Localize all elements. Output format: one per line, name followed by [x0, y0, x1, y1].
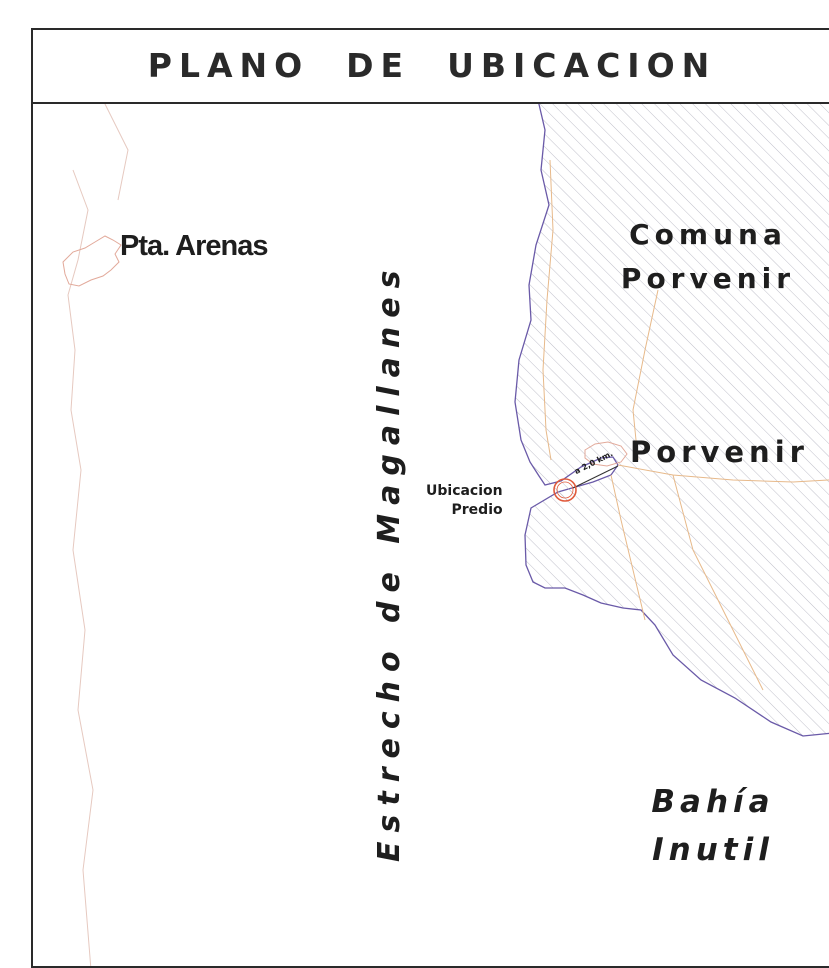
pta-arenas-urban-area [62, 235, 122, 287]
label-bay-line1: Bahía [651, 784, 775, 820]
label-bahia-inutil: Bahía Inutil [603, 778, 823, 874]
page-title: PLANO DE UBICACION [147, 46, 717, 85]
label-comuna-porvenir: Comuna Porvenir [573, 213, 829, 301]
label-site-line1: Ubicacion [426, 483, 503, 499]
label-ubicacion-predio: Ubicacion Predio [426, 482, 503, 520]
porvenir-urban-area [584, 441, 628, 467]
label-bay-line2: Inutil [652, 832, 774, 868]
map-frame: PLANO DE UBICACION Pta. Arenas Comuna Po… [31, 28, 829, 968]
land-tierra-del-fuego [515, 100, 829, 736]
label-pta-arenas: Pta. Arenas [120, 230, 268, 262]
distance-leader-line [572, 465, 619, 489]
mainland-outline [67, 99, 129, 966]
label-estrecho-de-magallanes: Estrecho de Magallanes [372, 261, 407, 862]
label-site-line2: Predio [451, 502, 503, 518]
label-comuna-line1: Comuna [629, 218, 787, 251]
label-porvenir-town: Porvenir [630, 435, 809, 469]
coastline [514, 99, 829, 737]
location-map [62, 99, 829, 966]
label-comuna-line2: Porvenir [620, 262, 796, 295]
title-bar: PLANO DE UBICACION [33, 30, 829, 104]
roads [542, 159, 829, 691]
